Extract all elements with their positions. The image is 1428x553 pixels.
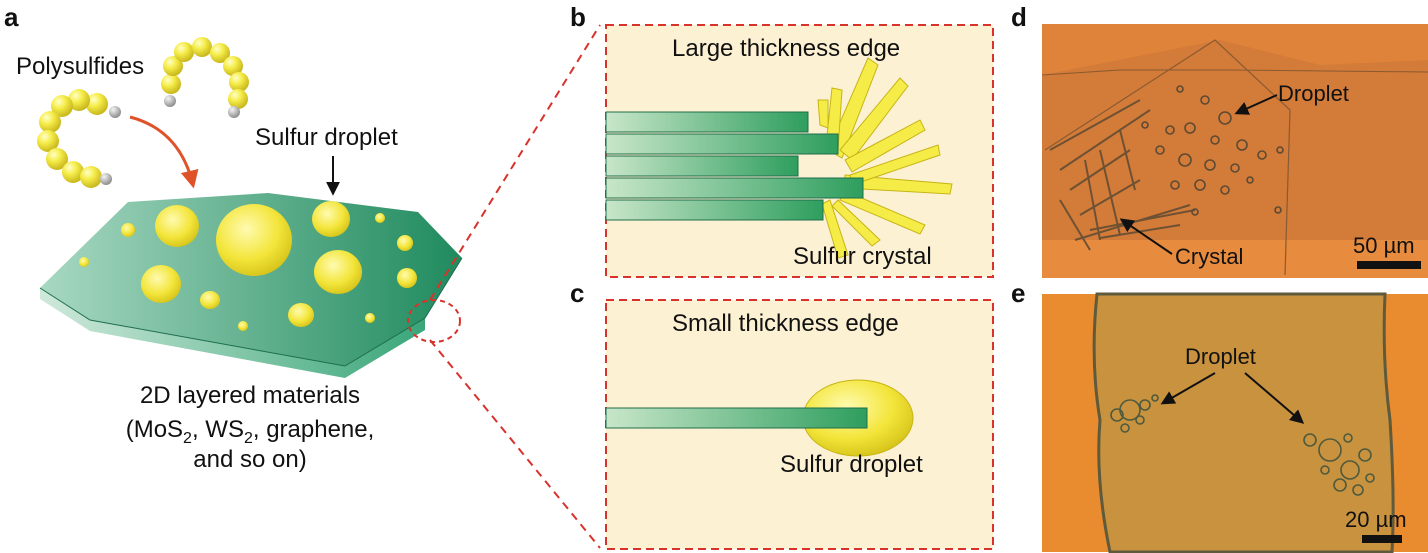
panel-c-title: Small thickness edge: [672, 310, 899, 337]
polysulfides-label: Polysulfides: [16, 53, 144, 80]
panel-a: a Polysulfides: [4, 2, 463, 473]
panel-label-d: d: [1011, 2, 1027, 32]
polysulfide-chain-right: [161, 37, 249, 118]
droplet-label-e: Droplet: [1185, 344, 1256, 369]
zoom-line-top: [429, 24, 601, 301]
micro-droplets-d: [1141, 85, 1284, 216]
deposition-arrow: [129, 115, 199, 189]
droplet-arrow-e-right: [1244, 372, 1305, 424]
materials-line-1: 2D layered materials: [140, 382, 360, 409]
scale-bar-e: [1362, 535, 1402, 543]
sulfur-droplets: [79, 201, 417, 331]
thick-edge-layers: [605, 111, 864, 221]
thin-edge-layer: [605, 407, 868, 429]
scale-bar-d: [1357, 261, 1421, 269]
panel-d: d: [1011, 2, 1428, 278]
polysulfide-chain-left: [37, 89, 121, 188]
droplet-label-d: Droplet: [1278, 81, 1349, 106]
scale-label-d: 50 µm: [1353, 233, 1415, 258]
sulfur-crystal-label: Sulfur crystal: [793, 243, 932, 270]
sulfur-droplet-label: Sulfur droplet: [255, 124, 398, 151]
droplet-arrow-d: [1234, 94, 1278, 115]
droplet-arrow-e-left: [1160, 372, 1216, 405]
panel-b-title: Large thickness edge: [672, 35, 900, 62]
flake-e: [1092, 292, 1395, 553]
zoom-line-bottom: [429, 339, 601, 549]
panel-label-b: b: [570, 2, 586, 32]
panel-label-a: a: [4, 2, 19, 32]
panel-c: c Small thickness edge Sulfur droplet: [570, 278, 994, 550]
scale-label-e: 20 µm: [1345, 507, 1407, 532]
panel-b: b Large thickness edge Sulfur crystal: [570, 2, 994, 278]
materials-line-2: (MoS2, WS2, graphene,: [126, 416, 375, 447]
panel-label-e: e: [1011, 278, 1025, 308]
crystal-arrow-d: [1119, 218, 1173, 255]
sulfur-droplet-c-label: Sulfur droplet: [780, 451, 923, 478]
crystal-label-d: Crystal: [1175, 244, 1243, 269]
layered-material-sheet: [39, 193, 463, 378]
panel-e: e Droplet 20 µm: [1011, 278, 1428, 553]
edge-zoom-circle: [407, 299, 461, 343]
micro-droplets-e: [1110, 394, 1375, 496]
materials-line-3: and so on): [193, 446, 306, 473]
panel-label-c: c: [570, 278, 584, 308]
